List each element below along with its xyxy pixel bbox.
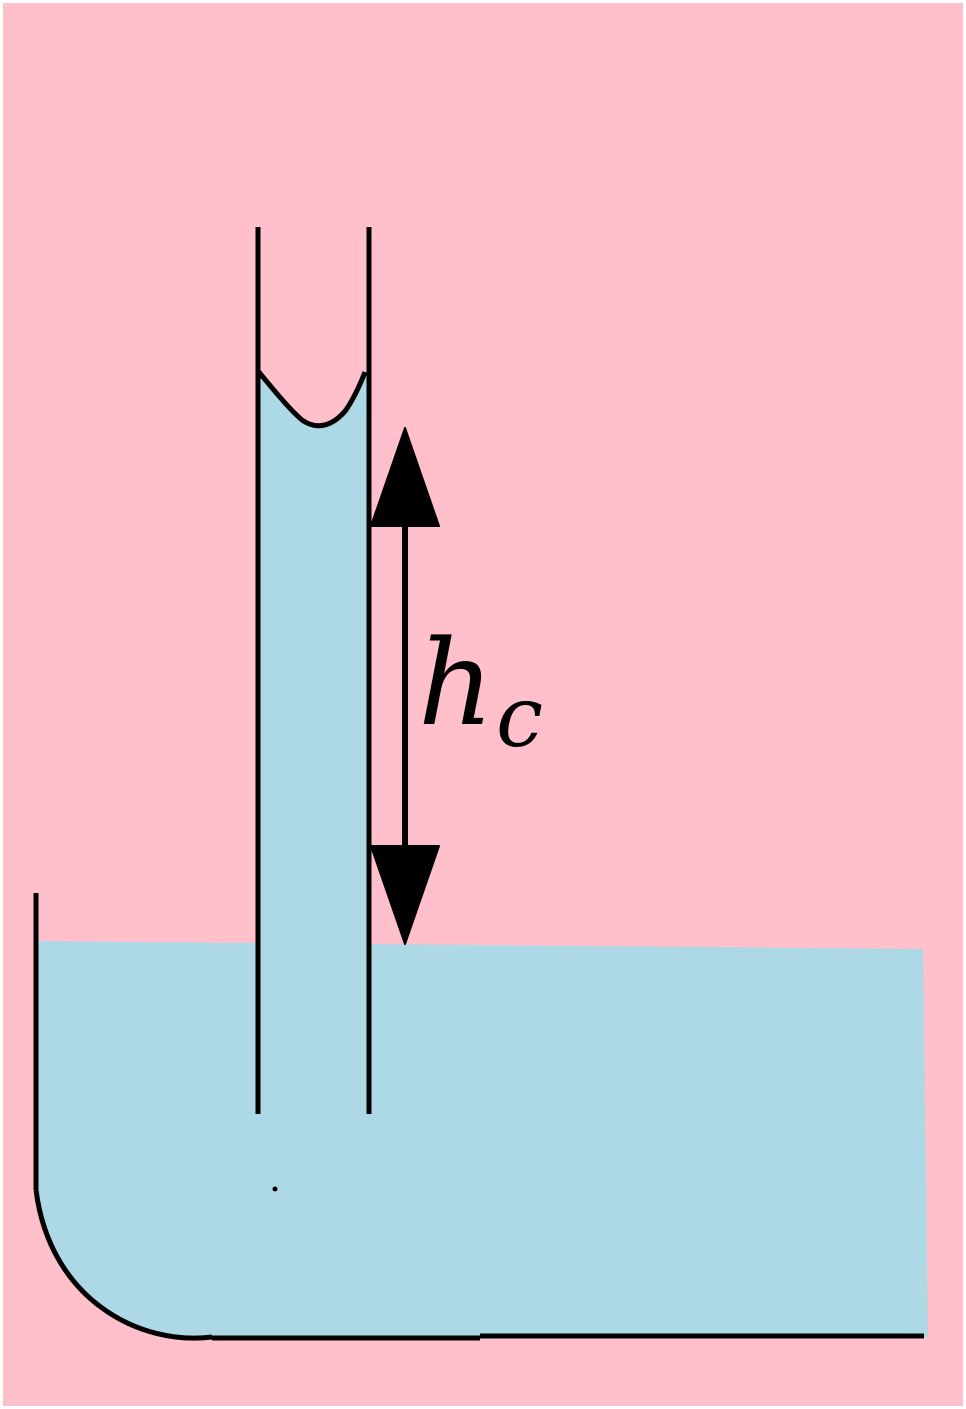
height-arrow-head-up	[370, 427, 440, 527]
height-label: h c	[418, 614, 543, 766]
height-label-symbol: h	[418, 614, 494, 752]
reference-dot	[272, 1186, 278, 1192]
reservoir-liquid	[36, 941, 928, 1338]
meniscus-curve	[256, 369, 368, 429]
height-arrow-head-down	[370, 845, 440, 945]
container-corner-curve	[33, 1189, 213, 1341]
height-label-subscript: c	[496, 668, 543, 766]
capillary-liquid-column	[258, 371, 369, 1114]
